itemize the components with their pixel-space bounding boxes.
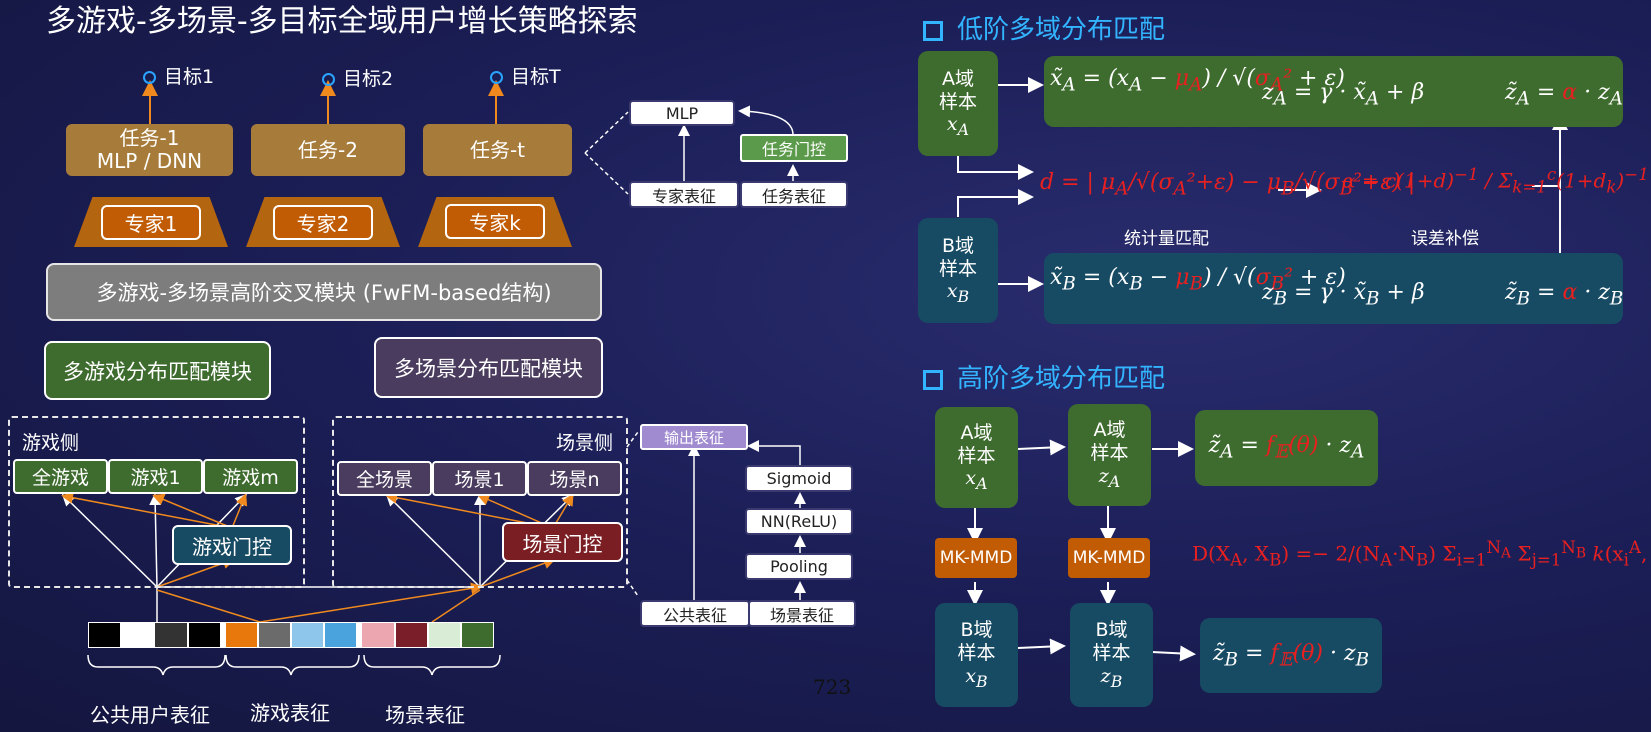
- page-number: 723: [813, 675, 852, 699]
- a-high-result: z̃A = f𝔼(θ) · zA: [1195, 410, 1378, 486]
- high-order-heading: 高阶多域分布匹配: [923, 358, 1165, 395]
- stat-match-label: 统计量匹配: [1124, 229, 1209, 249]
- feature-cell: [155, 623, 187, 647]
- feature-cell: [188, 623, 220, 647]
- task-1: 任务-1 MLP / DNN: [66, 124, 233, 176]
- mmd-formula: D(XA, XB) =− 2/(NA·NB) Σi=1NA Σj=1NB k(x…: [1192, 538, 1651, 570]
- square-bullet-icon: [923, 20, 943, 41]
- game-side-panel: [8, 416, 305, 588]
- scene-side-label: 场景侧: [556, 432, 614, 454]
- scene-all: 全场景: [337, 461, 432, 496]
- z-a-symbol: zA: [1098, 464, 1121, 491]
- scene-n: 场景n: [527, 461, 622, 496]
- feature-cell: [225, 623, 257, 647]
- b-norm-band: [1044, 253, 1623, 324]
- mlp-box: MLP: [629, 100, 735, 126]
- a-high-formula: z̃A = f𝔼(θ) · zA: [1208, 433, 1365, 463]
- x-b-symbol: xB: [946, 280, 970, 307]
- x-b-symbol: xB: [965, 664, 988, 691]
- goal-t: 目标T: [490, 62, 561, 89]
- page-title: 多游戏-多场景-多目标全域用户增长策略探索: [46, 4, 638, 39]
- expert-k: 专家k: [445, 204, 545, 239]
- fwfm-module: 多游戏-多场景高阶交叉模块 (FwFM-based结构): [46, 263, 602, 321]
- feature-cell: [428, 623, 460, 647]
- distance-formula: d = | μA/√(σA²+ε) − μB/√(σB²+ε) |: [1040, 170, 1416, 200]
- circle-icon: [143, 71, 156, 84]
- b-scaled-formula: z̃B = α · zB: [1505, 280, 1624, 310]
- scene-feature-label: 场景表征: [385, 703, 465, 727]
- a-norm-formula: x̃A = (xA − μA) / √(σA² + ε): [1050, 66, 1345, 96]
- a-affine-formula: zA = γ · x̃A + β: [1262, 80, 1425, 110]
- a-scaled-formula: z̃A = α · zA: [1505, 80, 1623, 110]
- public-repr-box: 公共表征: [640, 600, 750, 627]
- feature-cell: [89, 623, 121, 647]
- b-high-formula: z̃B = f𝔼(θ) · zB: [1212, 640, 1370, 671]
- output-repr-box: 输出表征: [640, 424, 748, 450]
- b-affine-formula: zB = γ · x̃B + β: [1262, 280, 1425, 310]
- mk-mmd-left: MK-MMD: [935, 538, 1017, 578]
- feature-cell: [292, 623, 324, 647]
- x-a-symbol: xA: [946, 113, 970, 140]
- goal-1: 目标1: [143, 62, 214, 89]
- public-feature-label: 公共用户表征: [90, 703, 210, 727]
- expert-repr-box: 专家表征: [629, 181, 739, 208]
- alpha-formula: α = c(1+d)−1 / Σk=1c(1+dk)−1: [1342, 165, 1649, 197]
- goal-2: 目标2: [322, 64, 393, 91]
- game-all: 全游戏: [13, 459, 108, 494]
- x-a-symbol: xA: [965, 467, 988, 494]
- task-2: 任务-2: [251, 124, 405, 176]
- pooling-box: Pooling: [745, 553, 853, 580]
- low-order-heading: 低阶多域分布匹配: [923, 9, 1165, 46]
- game-gate: 游戏门控: [172, 525, 292, 565]
- task-t: 任务-t: [423, 124, 572, 176]
- a-norm-band: [1044, 56, 1623, 127]
- mk-mmd-right: MK-MMD: [1068, 538, 1150, 578]
- feature-cell: [122, 623, 154, 647]
- expert-2: 专家2: [273, 205, 373, 240]
- feature-strip: [88, 622, 494, 648]
- circle-icon: [322, 73, 335, 86]
- scene-side-panel: [332, 416, 628, 588]
- scene-gate: 场景门控: [502, 522, 623, 562]
- game-1: 游戏1: [108, 459, 203, 494]
- err-comp-label: 误差补偿: [1411, 229, 1479, 249]
- game-side-label: 游戏侧: [22, 432, 80, 454]
- game-m: 游戏m: [203, 459, 298, 494]
- feature-cell: [461, 623, 494, 647]
- feature-cell: [325, 623, 357, 647]
- feature-cell: [362, 623, 394, 647]
- game-feature-label: 游戏表征: [250, 701, 330, 725]
- expert-1: 专家1: [101, 205, 201, 240]
- scene-repr-box: 场景表征: [748, 600, 856, 627]
- game-match-module: 多游戏分布匹配模块: [44, 341, 271, 400]
- task-repr-box: 任务表征: [740, 181, 848, 208]
- nn-relu-box: NN(ReLU): [745, 508, 853, 535]
- square-bullet-icon: [923, 369, 943, 390]
- sigmoid-box: Sigmoid: [745, 465, 853, 492]
- scene-1: 场景1: [432, 461, 527, 496]
- feature-cell: [258, 623, 291, 647]
- feature-cell: [395, 623, 427, 647]
- task-gate-box: 任务门控: [740, 134, 848, 162]
- scene-match-module: 多场景分布匹配模块: [374, 337, 603, 398]
- circle-icon: [490, 71, 503, 84]
- b-high-result: z̃B = f𝔼(θ) · zB: [1200, 618, 1382, 693]
- b-norm-formula: x̃B = (xB − μB) / √(σB² + ε): [1050, 265, 1346, 295]
- z-b-symbol: zB: [1100, 664, 1123, 691]
